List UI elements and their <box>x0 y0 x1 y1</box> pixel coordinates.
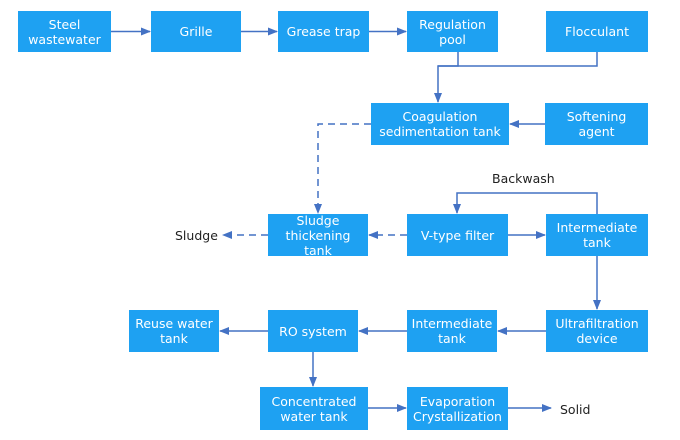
evaporation-crystallization-label: Evaporation Crystallization <box>413 393 502 424</box>
grease-trap-label: Grease trap <box>286 24 361 39</box>
backwash-label: Backwash <box>492 171 555 186</box>
reuse-water-tank-box: Reuse water tank <box>129 310 219 352</box>
softening-agent-label: Softening agent <box>566 109 627 139</box>
grease-trap-box: Grease trap <box>278 11 369 52</box>
sludge-output-label: Sludge <box>175 228 218 243</box>
regulation-pool-box: Regulation pool <box>407 11 498 52</box>
edge-backwash <box>453 192 598 214</box>
sludge-thickening-tank-box: Sludge thickening tank <box>268 212 368 258</box>
coagulation-sedimentation-tank-label: Coagulation sedimentation tank <box>379 109 501 139</box>
intermediate-tank-2-box: Intermediate tank <box>407 310 497 352</box>
intermediate-tank-box: Intermediate tank <box>546 214 648 256</box>
intermediate-tank-2-label: Intermediate tank <box>411 316 493 346</box>
flocculant-label: Flocculant <box>565 24 629 39</box>
steel-wastewater-label: Steel wastewater <box>28 16 101 47</box>
solid-output-label: Solid <box>560 402 591 417</box>
evaporation-crystallization-box: Evaporation Crystallization <box>407 387 508 430</box>
grille-box: Grille <box>151 11 241 52</box>
ultrafiltration-device-label: Ultrafiltration device <box>555 316 639 346</box>
reuse-water-tank-label: Reuse water tank <box>135 316 213 346</box>
concentrated-water-tank-label: Concentrated water tank <box>271 393 357 424</box>
edge-flocculant-to-coagulation <box>438 52 598 67</box>
edge-regulation-pool-to-coagulation <box>434 52 459 103</box>
sludge-thickening-tank-label: Sludge thickening tank <box>285 212 351 258</box>
v-type-filter-label: V-type filter <box>420 227 495 243</box>
flocculant-box: Flocculant <box>546 11 648 52</box>
intermediate-tank-label: Intermediate tank <box>556 220 638 250</box>
coagulation-sedimentation-tank-box: Coagulation sedimentation tank <box>371 103 509 145</box>
softening-agent-box: Softening agent <box>545 103 648 145</box>
ro-system-label: RO system <box>279 323 347 339</box>
ro-system-box: RO system <box>268 310 358 352</box>
grille-label: Grille <box>179 24 213 39</box>
steel-wastewater-box: Steel wastewater <box>18 11 111 52</box>
regulation-pool-label: Regulation pool <box>419 16 486 47</box>
ultrafiltration-device-box: Ultrafiltration device <box>546 310 648 352</box>
concentrated-water-tank-box: Concentrated water tank <box>260 387 368 430</box>
edge-coagulation-to-sludge-tank <box>314 123 371 214</box>
v-type-filter-box: V-type filter <box>407 214 508 256</box>
